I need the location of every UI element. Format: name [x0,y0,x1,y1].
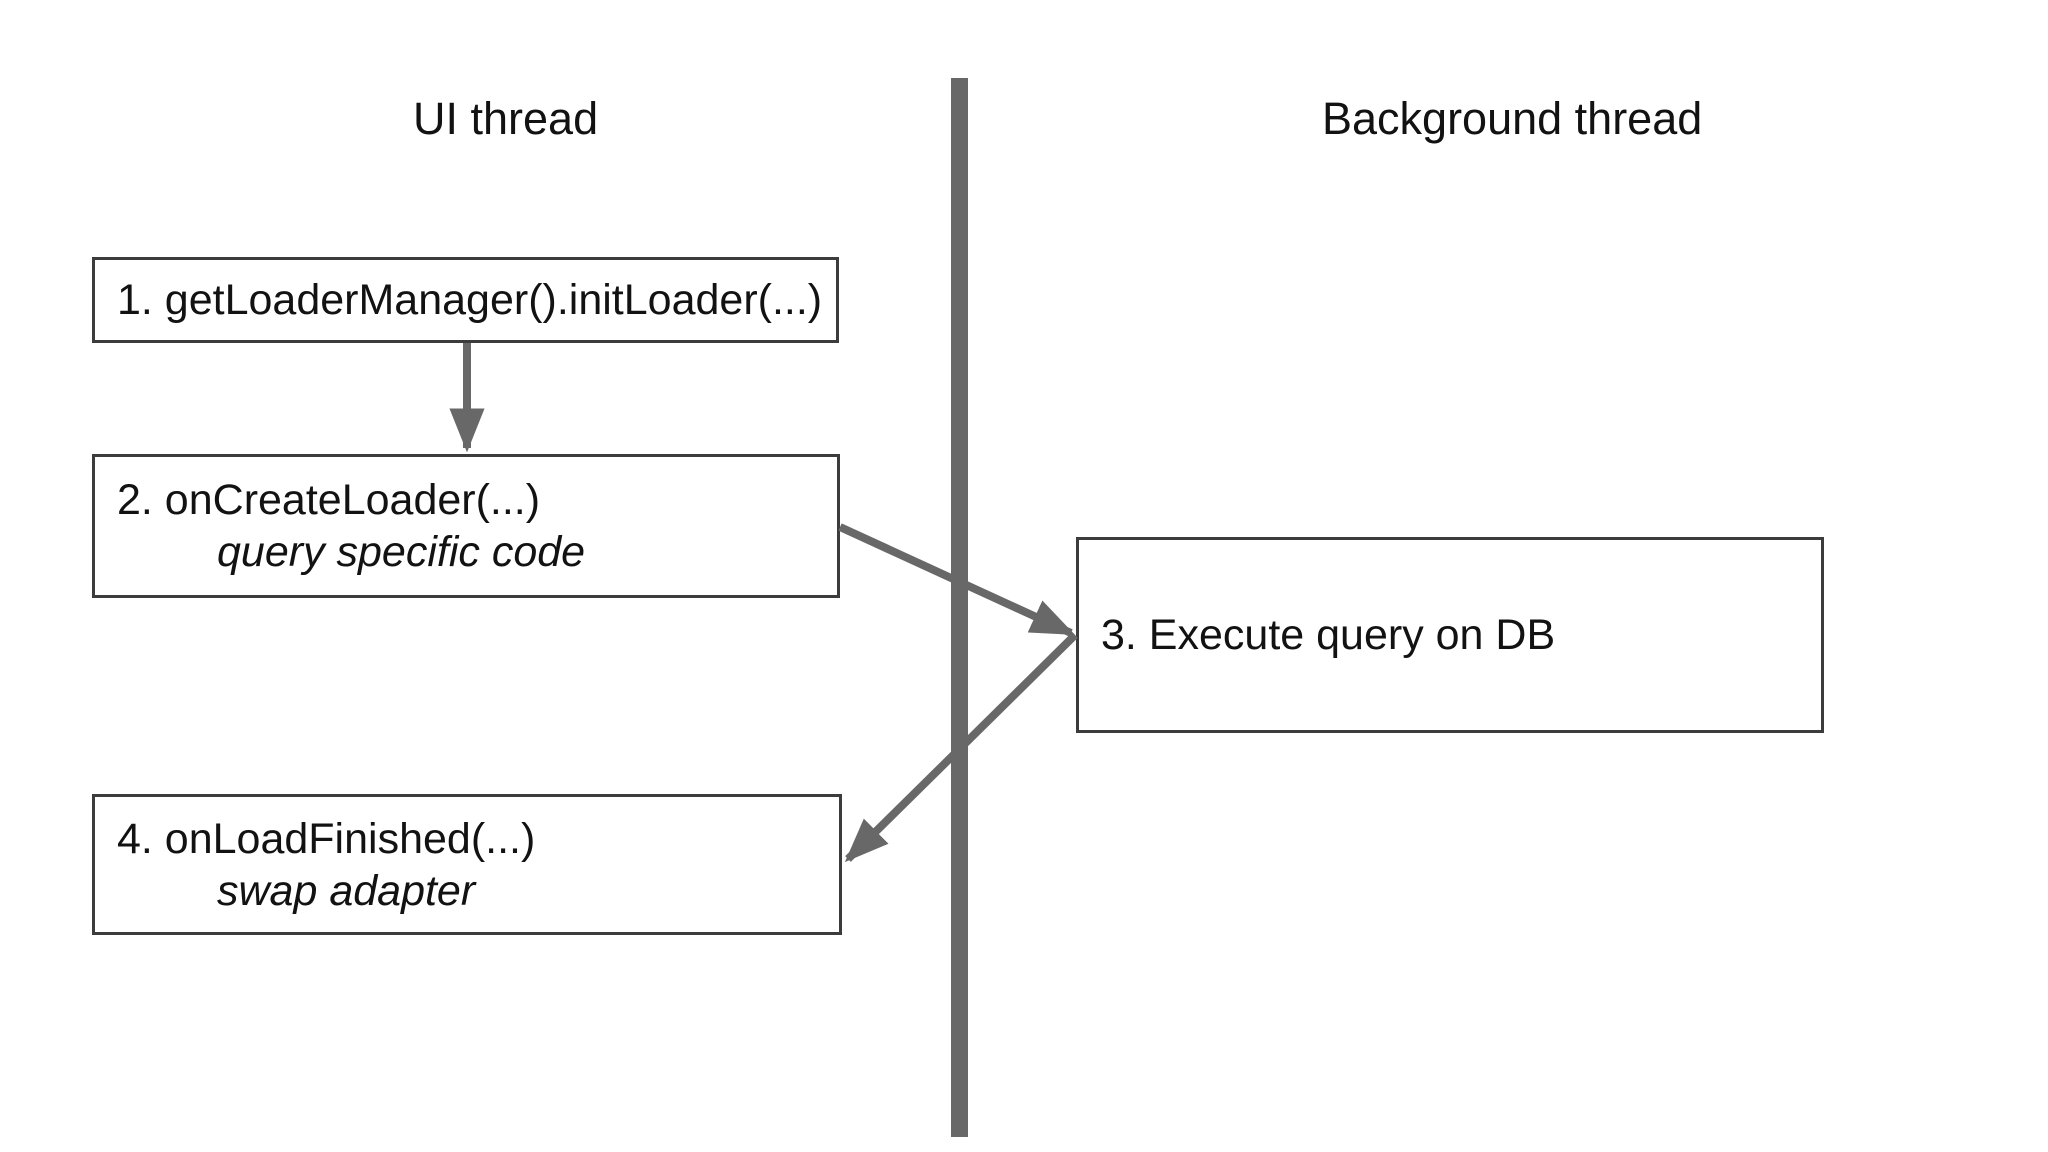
ui-thread-label: UI thread [413,93,599,144]
step1-box: 1. getLoaderManager().initLoader(...) [92,257,839,343]
step2-note: query specific code [217,528,586,576]
step4-note: swap adapter [217,866,476,915]
step2-label: 2. onCreateLoader(...) [117,476,541,524]
step3-label: 3. Execute query on DB [1101,611,1556,659]
background-thread-label: Background thread [1322,93,1703,144]
step1-label: 1. getLoaderManager().initLoader(...) [117,276,823,324]
step2-box: 2. onCreateLoader(...) query specific co… [92,454,840,598]
step3-box: 3. Execute query on DB [1076,537,1824,733]
step4-box: 4. onLoadFinished(...) swap adapter [92,794,842,935]
step4-label: 4. onLoadFinished(...) [117,814,536,863]
thread-divider-bar [951,78,968,1137]
